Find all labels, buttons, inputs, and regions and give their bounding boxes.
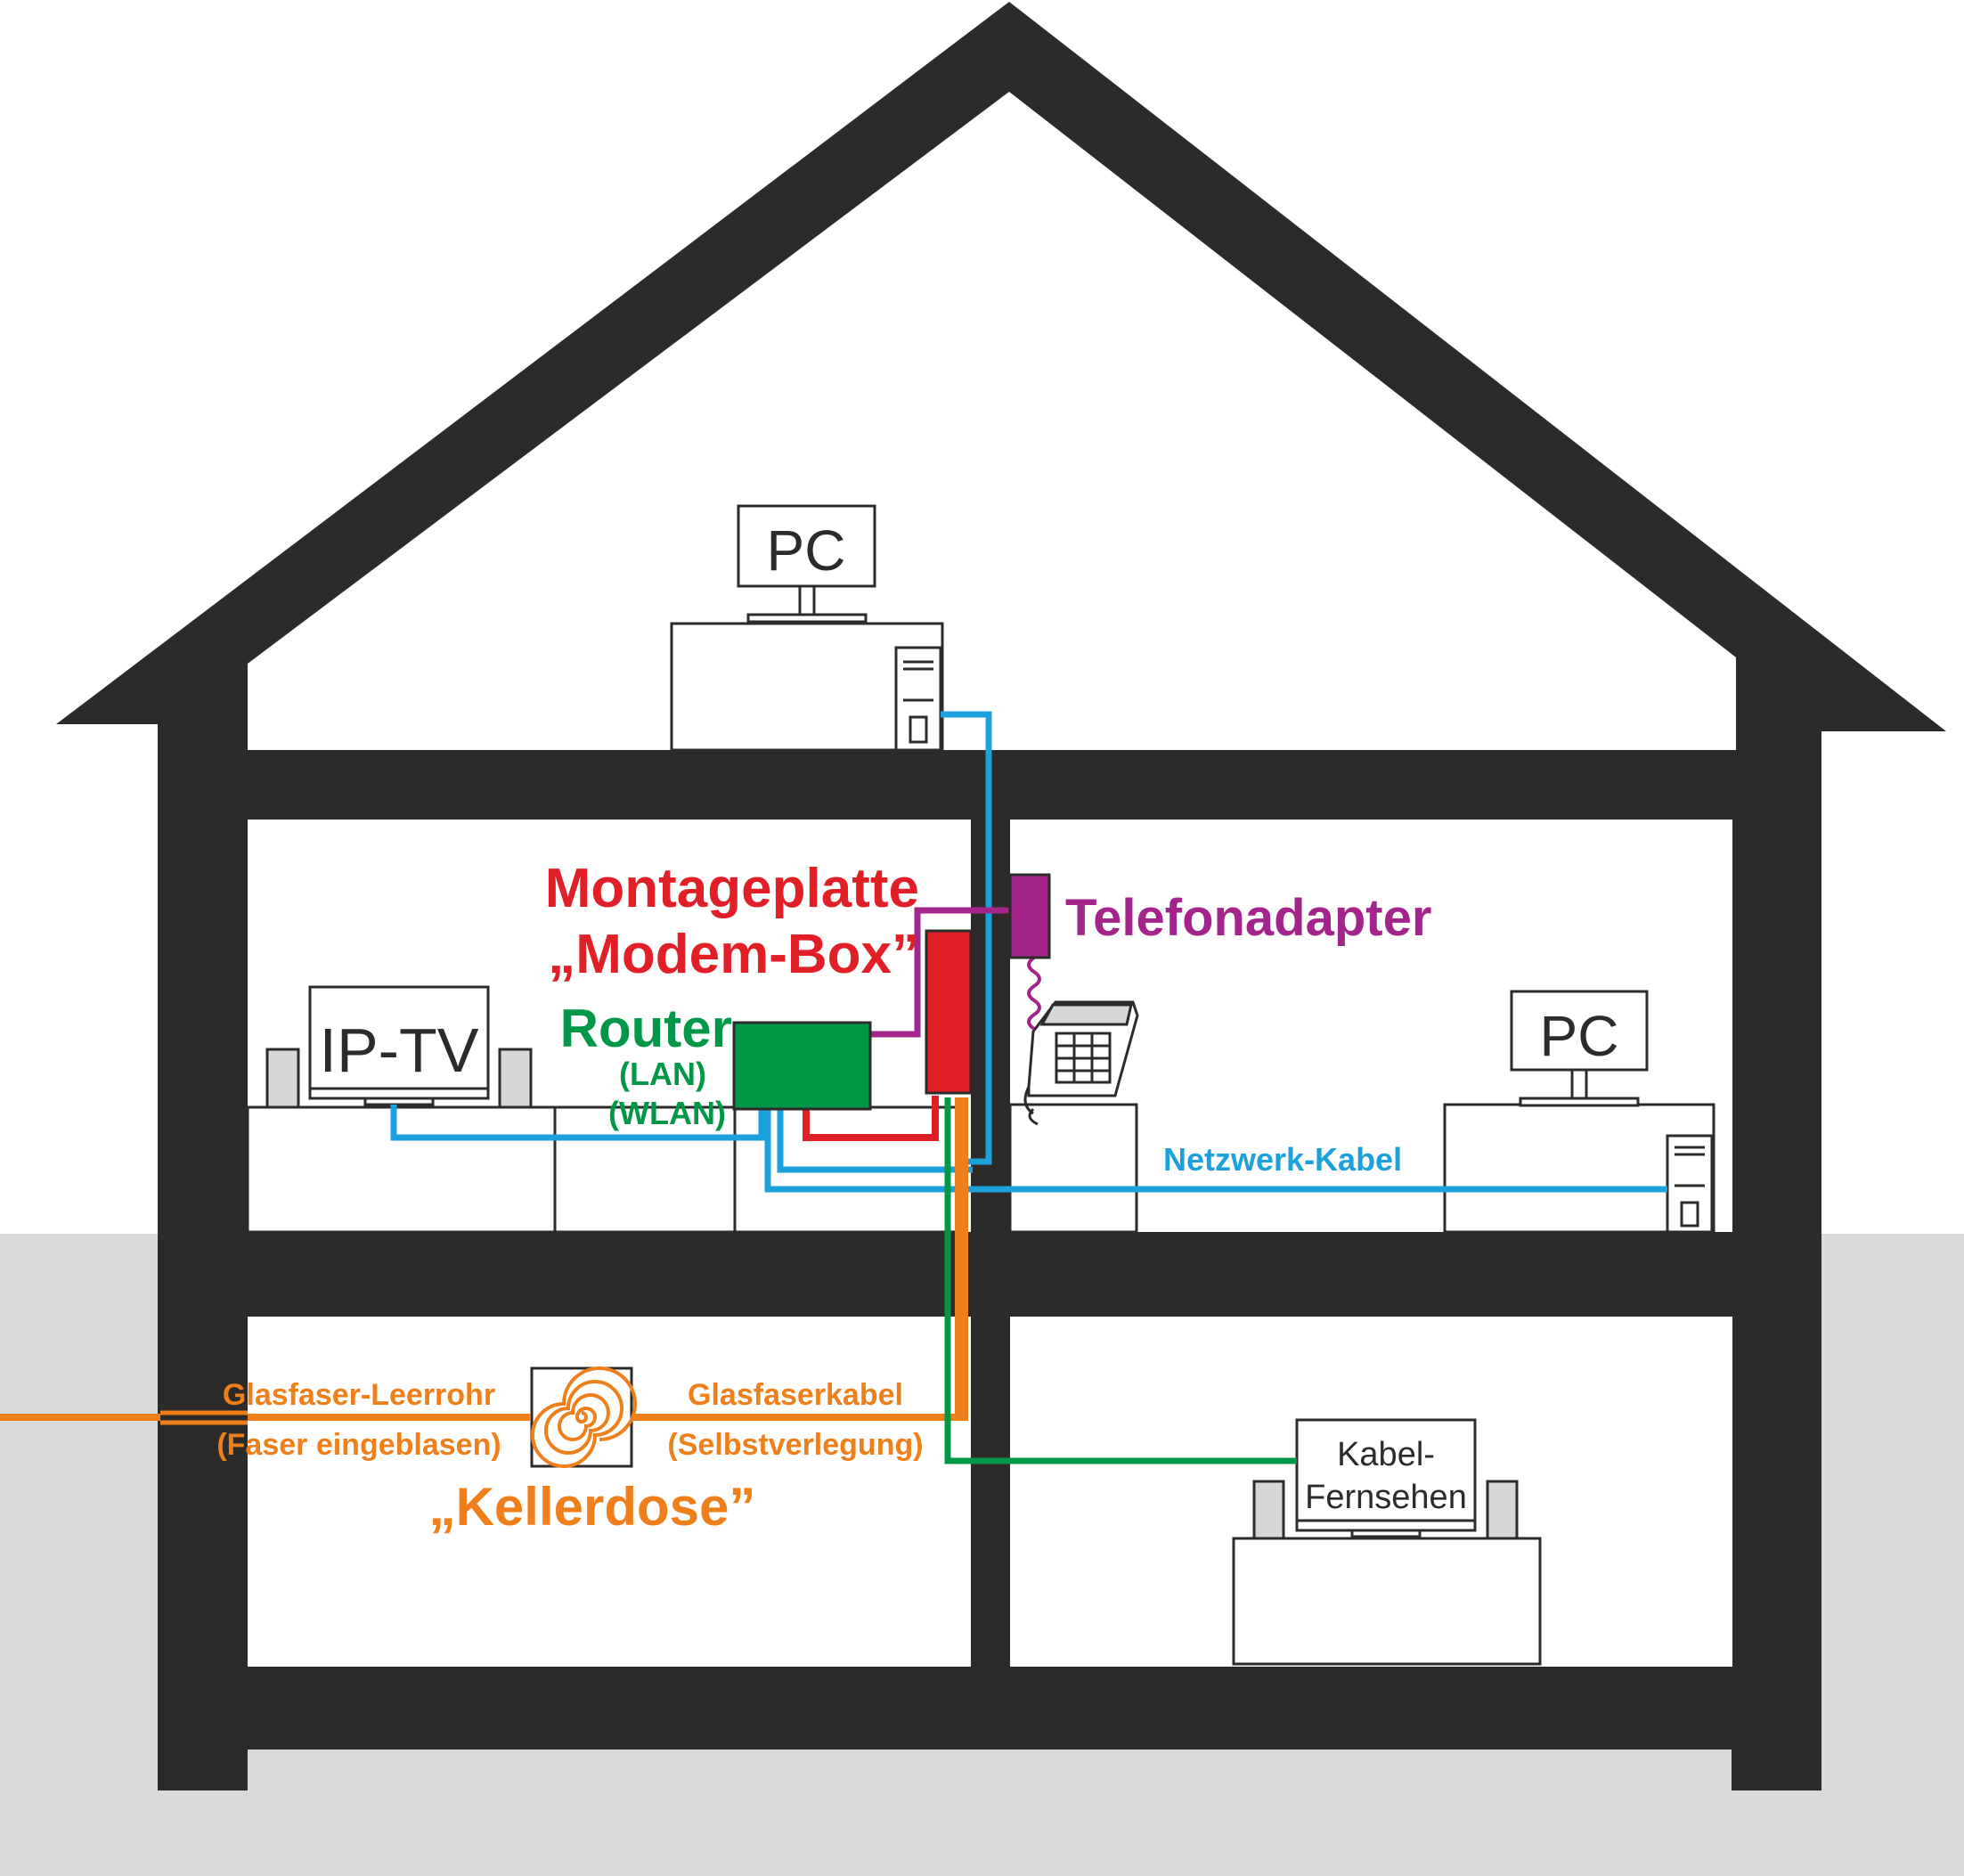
monitor-right-base <box>1519 1097 1640 1107</box>
kabel-speaker-left <box>1252 1480 1285 1540</box>
telephone-icon <box>1023 1000 1139 1126</box>
router-lan-label: (LAN) <box>619 1056 706 1092</box>
iptv-label: IP-TV <box>320 1015 479 1085</box>
netzwerk-kabel-label: Netzwerk-Kabel <box>1163 1141 1402 1178</box>
fiber-coil-icon <box>531 1366 637 1468</box>
speaker-left <box>265 1048 300 1109</box>
kabel-tv-screen <box>1295 1418 1477 1532</box>
kabel-tv-base <box>1350 1529 1422 1538</box>
modem-router-cable <box>803 1096 939 1141</box>
glasfaser-leerrohr-label: Glasfaser-Leerrohr <box>223 1378 495 1412</box>
tv-cabinet <box>1232 1537 1542 1666</box>
kellerdose-box <box>530 1366 637 1468</box>
kabel-speaker-right <box>1486 1480 1519 1540</box>
monitor-right <box>1510 990 1649 1072</box>
iptv-bezel <box>308 1087 490 1100</box>
kellerdose-label: „Kellerdose” <box>429 1477 756 1537</box>
telefon-cable <box>870 907 1010 1038</box>
telefonadapter-box <box>1008 873 1051 959</box>
kabel-fernsehen-label-line2: Fernsehen <box>1305 1479 1467 1516</box>
monitor-base <box>746 613 868 624</box>
coax-cable <box>944 1097 1297 1464</box>
faser-eingeblasen-label: (Faser eingeblasen) <box>216 1428 501 1462</box>
speaker-right <box>498 1048 533 1109</box>
kabel-tv-bezel <box>1295 1519 1477 1532</box>
sideboard-left <box>246 1105 557 1234</box>
iptv-screen <box>308 985 490 1100</box>
telefon-coil <box>1027 956 1041 1031</box>
router-label: Router <box>560 999 732 1058</box>
pc-top-label: PC <box>767 518 846 583</box>
montageplatte-label-line2: „Modem-Box” <box>548 924 919 985</box>
montageplatte-label-line1: Montageplatte <box>545 858 919 919</box>
pc-right-label: PC <box>1540 1004 1619 1068</box>
phone-table <box>1008 1103 1138 1234</box>
modem-box <box>925 929 973 1095</box>
selbstverlegung-label: (Selbstverlegung) <box>667 1428 923 1462</box>
network-cables <box>390 711 1667 1193</box>
telefonadapter-label: Telefonadapter <box>1065 889 1431 947</box>
attic-room <box>248 92 1736 750</box>
monitor-stand <box>798 584 816 616</box>
pc-top <box>670 504 944 752</box>
router-box <box>732 1021 872 1111</box>
iptv-base <box>363 1097 435 1106</box>
monitor-right-stand <box>1570 1068 1588 1100</box>
glasfaserkabel-label: Glasfaserkabel <box>688 1378 903 1412</box>
fiber-cables <box>0 1097 968 1425</box>
router-wlan-label: (WLAN) <box>608 1095 726 1131</box>
kabel-fernsehen-label-line1: Kabel- <box>1337 1436 1435 1473</box>
